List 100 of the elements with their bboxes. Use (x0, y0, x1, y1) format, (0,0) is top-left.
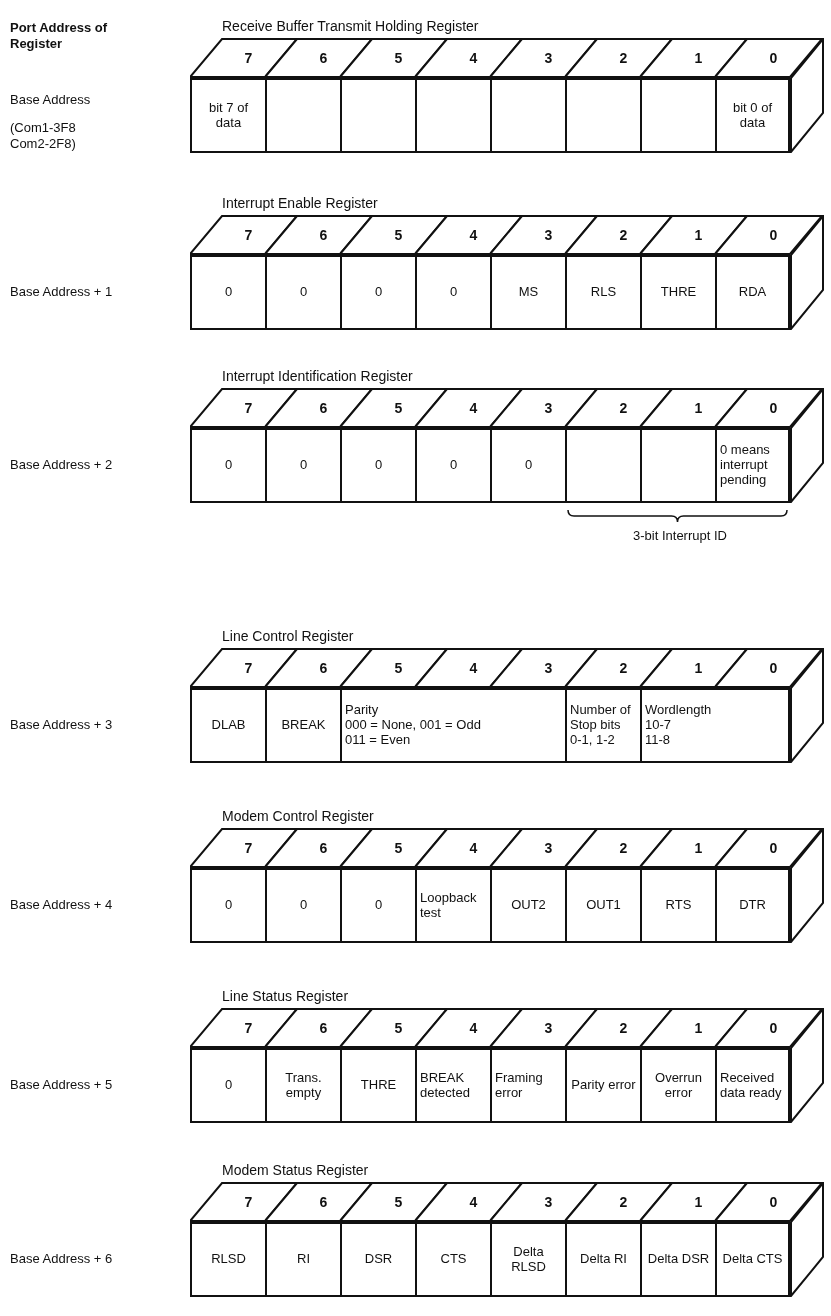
cell-text: 0 (449, 458, 458, 473)
cell-text: OUT2 (511, 898, 546, 913)
bit-number: 5 (394, 227, 403, 243)
bit-number: 7 (244, 1194, 253, 1210)
bit-number: 2 (619, 400, 628, 416)
cell-text: 11-8 (645, 732, 671, 748)
port-address-label: Base Address + 3 (10, 717, 114, 734)
bit-number: 7 (244, 660, 253, 676)
cell-text: 0 (374, 285, 383, 300)
cell-text: RDA (738, 285, 767, 300)
bit-number: 6 (319, 50, 328, 66)
cell-text: MS (518, 285, 539, 300)
bit-number-cell (715, 38, 822, 78)
register-cell (715, 78, 790, 153)
bit-number: 5 (394, 1020, 403, 1036)
cell-text: 0 (374, 458, 383, 473)
cell-text: 0 (299, 458, 308, 473)
cell-text: RI (297, 1252, 310, 1267)
cell-text: BREAK detected (420, 1070, 471, 1101)
bit-number: 7 (244, 840, 253, 856)
register-box (190, 215, 824, 330)
cell-text: DTR (739, 898, 766, 913)
cell-text: Trans. empty (284, 1070, 323, 1101)
bit-number: 1 (694, 50, 703, 66)
bit-number-cell (490, 1008, 597, 1048)
bit-number-cell (715, 1182, 822, 1222)
bit-number-cell (565, 1008, 672, 1048)
register-title: Modem Status Register (222, 1162, 369, 1180)
bit-number-cell (640, 38, 747, 78)
cell-text: Loopback test (420, 890, 478, 921)
port-address-label: Base Address + 2 (10, 457, 114, 474)
cell-text: 0 (224, 1078, 233, 1093)
bit-number: 2 (619, 227, 628, 243)
bit-number-cell (190, 1182, 297, 1222)
cell-text: 0 means interrupt pending (720, 443, 771, 488)
bit-number: 6 (319, 660, 328, 676)
cell-text: Delta RLSD (510, 1244, 547, 1275)
bit-number-cell (565, 1182, 672, 1222)
bit-number: 4 (469, 400, 478, 416)
bit-number-cell (565, 388, 672, 428)
bit-number: 0 (769, 660, 778, 676)
bit-number-cell (565, 828, 672, 868)
bit-number: 0 (769, 400, 778, 416)
port-address-note: (Com1-3F8 Com2-2F8) (10, 120, 77, 153)
register-title: Modem Control Register (222, 808, 374, 826)
bit-number-cell (265, 38, 372, 78)
bit-number-cell (715, 648, 822, 688)
cell-text: 0-1, 1-2 (570, 732, 615, 748)
cell-text: bit 7 of data (208, 100, 249, 131)
bit-number-cell (340, 1182, 447, 1222)
cell-text: Received data ready (720, 1070, 783, 1101)
cell-text: BREAK (281, 718, 326, 733)
bit-number-cell (190, 215, 297, 255)
bit-number-cell (340, 1008, 447, 1048)
bit-number: 0 (769, 227, 778, 243)
bit-number: 0 (769, 50, 778, 66)
bit-number: 4 (469, 1020, 478, 1036)
register-box (190, 828, 824, 943)
register-title: Line Status Register (222, 988, 349, 1006)
column-heading: Port Address of Register (10, 20, 109, 53)
bit-number-cell (265, 1182, 372, 1222)
cell-text: 0 (299, 285, 308, 300)
bit-number: 3 (544, 840, 553, 856)
bit-number: 2 (619, 50, 628, 66)
cell-text: Number of Stop bits (570, 703, 632, 733)
cell-text: Overrun error (654, 1070, 703, 1101)
bit-number-cell (340, 388, 447, 428)
bit-number-cell (490, 648, 597, 688)
register-title: Line Control Register (222, 628, 354, 646)
bit-number: 7 (244, 1020, 253, 1036)
cell-text: bit 0 of data (732, 100, 773, 131)
register-cell (715, 1222, 790, 1297)
bit-number: 4 (469, 227, 478, 243)
cell-text: OUT1 (586, 898, 621, 913)
bit-number: 3 (544, 50, 553, 66)
bit-number-cell (640, 215, 747, 255)
bit-number: 4 (469, 840, 478, 856)
port-address-label: Base Address + 6 (10, 1251, 114, 1268)
bit-number: 5 (394, 400, 403, 416)
bit-number: 0 (769, 840, 778, 856)
cell-text: 10-7 (645, 718, 672, 733)
bit-number-cell (340, 215, 447, 255)
bit-number-cell (190, 828, 297, 868)
bit-number-cell (640, 1008, 747, 1048)
bit-number-cell (490, 388, 597, 428)
cell-text: 0 (299, 898, 308, 913)
register-box (190, 38, 824, 153)
bit-number-cell (415, 388, 522, 428)
cell-text: 0 (224, 898, 233, 913)
bit-number-cell (190, 38, 297, 78)
bit-number-cell (715, 828, 822, 868)
cell-text: Delta RI (580, 1252, 627, 1267)
bit-number: 1 (694, 1194, 703, 1210)
bit-number: 3 (544, 400, 553, 416)
register-title: Interrupt Identification Register (222, 368, 413, 386)
bit-number: 0 (769, 1020, 778, 1036)
bit-number: 6 (319, 1020, 328, 1036)
register-cell (715, 868, 790, 943)
cell-text: Delta CTS (722, 1252, 783, 1267)
cell-text: 0 (524, 458, 533, 473)
